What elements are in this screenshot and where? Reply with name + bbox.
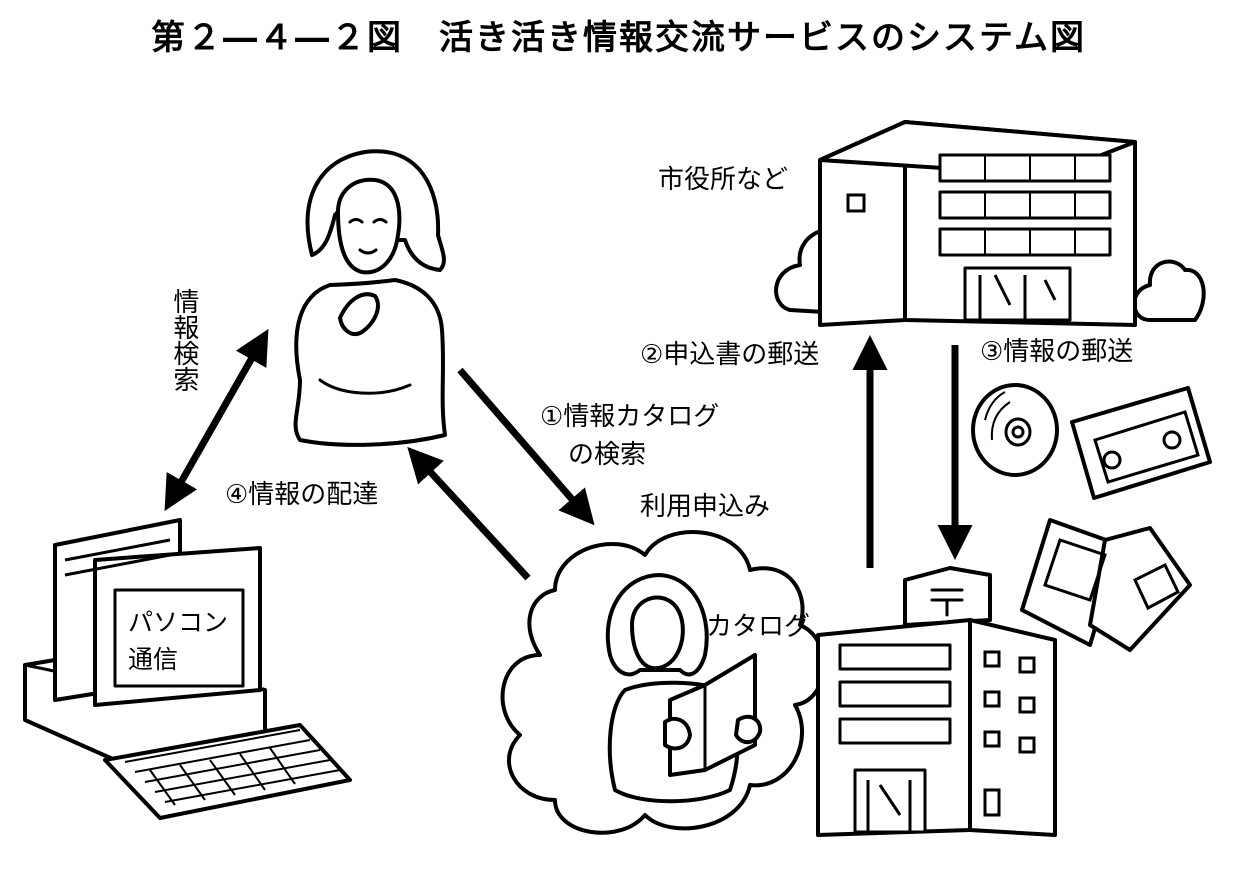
step2-label: ②申込書の郵送 [640,340,820,370]
compact-disc-icon [971,383,1059,477]
post-office-building-icon [816,566,1057,837]
brochure-icon [1020,518,1192,652]
figure-title: 第２―４―２図 活き活き情報交流サービスのシステム図 [151,18,1086,58]
step3-label: ③情報の郵送 [980,337,1134,367]
catalog-cloud [500,530,826,835]
step1-label-line2: の検索 [568,440,647,470]
city-office-label: 市役所など [658,165,789,195]
videotape-icon [1070,386,1212,500]
usage-application-label: 利用申込み [640,492,771,522]
reading-woman-icon [605,573,763,804]
user-woman-icon [293,149,447,447]
pc-screen-text-line2: 通信 [128,645,179,674]
personal-computer-icon [23,518,352,820]
catalog-search-arrow [457,367,595,526]
step4-label: ④情報の配達 [225,480,379,510]
info-search-label: 情報検索 [168,288,199,392]
pc-screen-text-line1: パソコン [128,608,229,637]
info-delivery-arrow [407,446,531,581]
step1-label-line1: ①情報カタログ [540,402,720,432]
info-search-arrow [164,328,269,512]
catalog-label: カタログ [706,612,811,642]
city-office-building-icon [774,120,1206,327]
